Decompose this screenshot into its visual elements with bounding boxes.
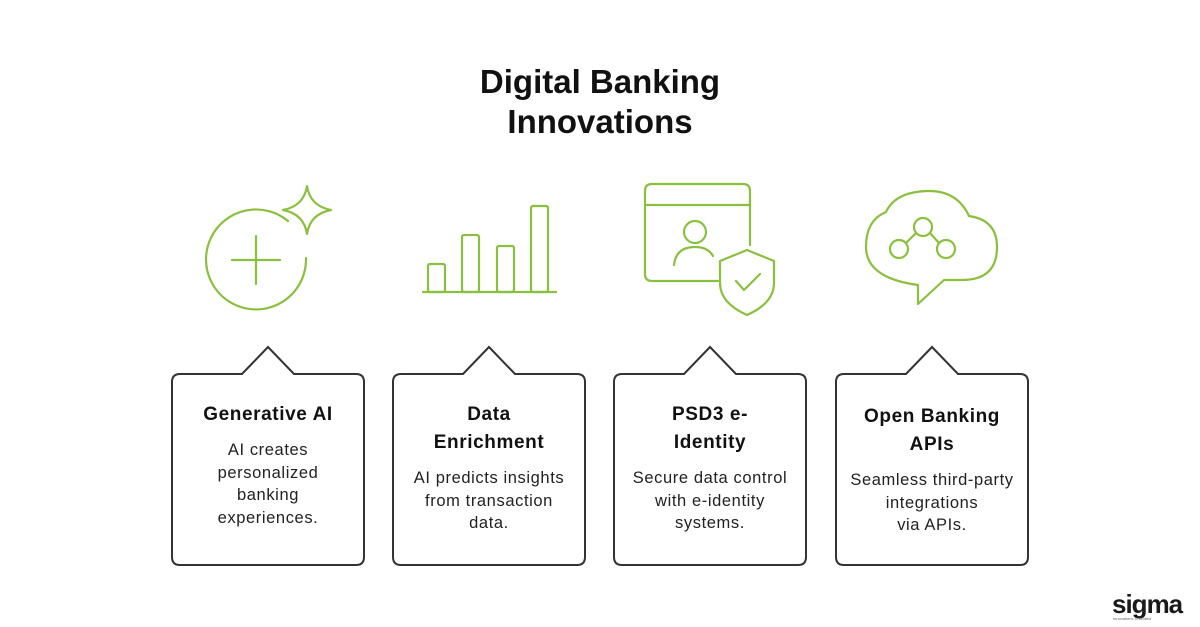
card-description: AI predicts insights from transaction da…: [413, 469, 565, 532]
sigma-logo: sigma Innovations Unlimited: [1112, 591, 1192, 621]
cloud-network-icon: [864, 189, 999, 306]
card-data-enrichment: Data Enrichment AI predicts insights fro…: [391, 345, 587, 567]
card-description: Seamless third-party integrations via AP…: [850, 471, 1014, 534]
callout-frame: [835, 345, 1029, 566]
id-shield-check-icon: [643, 182, 776, 317]
page-title-line-1: Digital Banking: [479, 63, 721, 100]
card-psd3-e-identity: PSD3 e- Identity Secure data control wit…: [612, 345, 808, 567]
logo-tagline: Innovations Unlimited: [1113, 616, 1152, 621]
bar-chart-icon: [421, 204, 558, 294]
circle-plus-sparkle-icon: [204, 184, 333, 311]
page-title: Digital Banking Innovations: [0, 62, 1200, 142]
page-title-line-2: Innovations: [507, 103, 693, 140]
callout-frame: [392, 345, 586, 566]
card-generative-ai: Generative AI AI creates personalized ba…: [170, 345, 366, 567]
card-description: Secure data control with e-identity syst…: [632, 469, 788, 532]
callout-frame: [613, 345, 807, 566]
callout-frame: [171, 345, 365, 566]
card-open-banking-apis: Open Banking APIs Seamless third-party i…: [834, 345, 1030, 567]
card-description: AI creates personalized banking experien…: [217, 441, 319, 527]
card-heading: Open Banking APIs: [864, 406, 1000, 455]
card-heading: Generative AI: [203, 404, 333, 425]
card-heading: Data Enrichment: [433, 404, 545, 453]
logo-wordmark: sigma: [1112, 589, 1183, 619]
card-heading: PSD3 e- Identity: [671, 404, 748, 453]
